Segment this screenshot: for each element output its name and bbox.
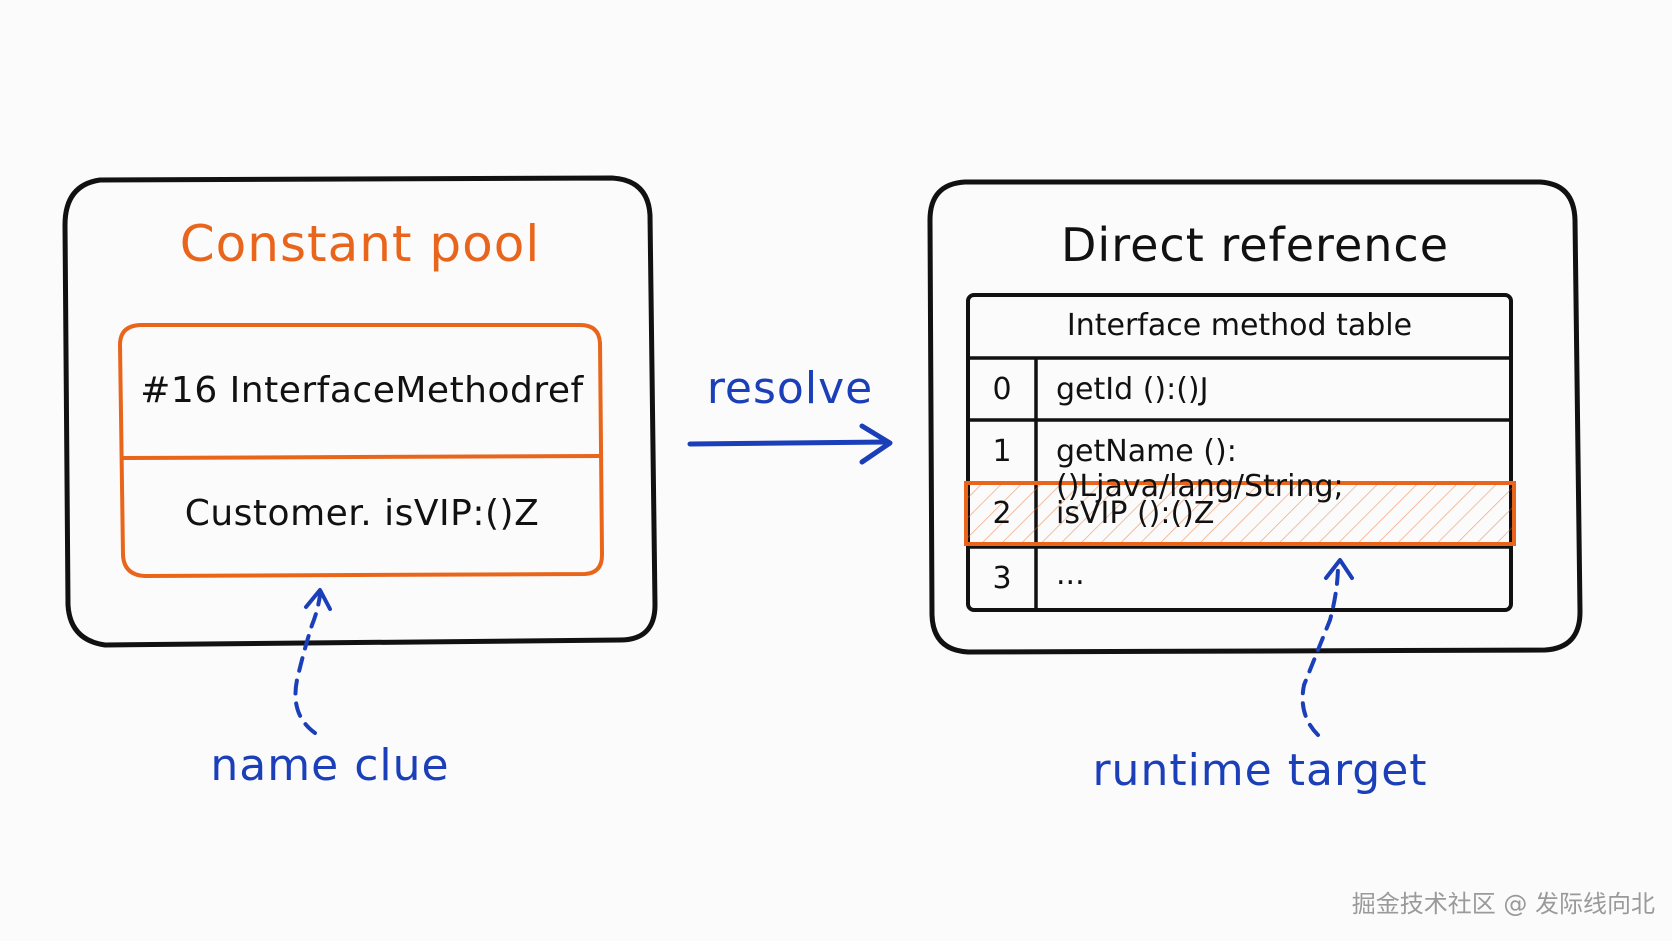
method-table-rows: 0 getId ():()J 1 getName ():()Ljava/lang…	[968, 358, 1511, 610]
resolve-label: resolve	[706, 363, 874, 414]
row-index: 0	[992, 372, 1012, 407]
resolve-arrow	[687, 439, 891, 447]
table-row: 0 getId ():()J	[968, 358, 1511, 420]
table-row: 3 ...	[968, 547, 1511, 610]
constant-pool-entry-divider	[120, 454, 602, 460]
row-method: getId ():()J	[1056, 372, 1209, 407]
highlighted-row-border	[964, 481, 1516, 546]
runtime-target-arrow	[1300, 563, 1340, 737]
table-row-highlighted: 2 isVIP ():()Z	[968, 483, 1511, 544]
direct-reference-box	[927, 179, 1583, 655]
constant-pool-entry-value: Customer. isVIP:()Z	[184, 493, 540, 534]
highlighted-row-fill	[966, 483, 1514, 544]
constant-pool-entry-ref: #16 InterfaceMethodref	[140, 370, 584, 411]
constant-pool-title: Constant pool	[179, 215, 541, 273]
row-index: 3	[992, 561, 1012, 596]
runtime-target-label: runtime target	[1092, 745, 1428, 796]
method-table-header: Interface method table	[1066, 308, 1413, 343]
row-method: getName ():()Ljava/lang/String;	[1056, 434, 1344, 504]
table-row: 1 getName ():()Ljava/lang/String;	[968, 420, 1511, 504]
constant-pool-entry-box	[118, 323, 604, 578]
row-method: isVIP ():()Z	[1056, 496, 1215, 531]
constant-pool-box	[62, 175, 658, 648]
name-clue-label: name clue	[210, 740, 450, 791]
row-method: ...	[1056, 557, 1085, 592]
name-clue-arrow	[293, 593, 322, 735]
method-table-border	[966, 293, 1513, 612]
row-index: 2	[992, 496, 1012, 531]
direct-reference-title: Direct reference	[1061, 218, 1449, 272]
watermark: 掘金技术社区 @ 发际线向北	[1351, 890, 1655, 918]
row-index: 1	[992, 434, 1012, 469]
